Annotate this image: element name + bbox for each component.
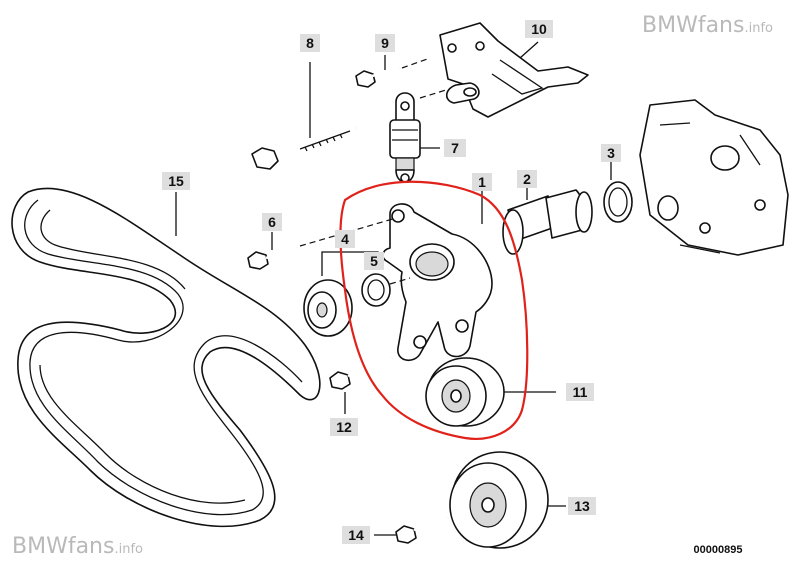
callout-5: 5	[364, 252, 384, 270]
bolt-part-9	[355, 55, 431, 88]
svg-text:3: 3	[607, 145, 615, 161]
svg-text:11: 11	[573, 384, 588, 400]
oring-part-3	[603, 162, 633, 223]
pulley-part-4	[303, 251, 379, 337]
timing-cover	[639, 99, 789, 256]
callout-3: 3	[601, 144, 621, 162]
watermark-top: BMWfans.info	[642, 13, 773, 38]
callout-11: 11	[566, 383, 594, 401]
callout-14: 14	[342, 526, 370, 544]
callout-8: 8	[300, 34, 320, 52]
callout-10: 10	[525, 20, 553, 38]
svg-text:9: 9	[381, 35, 389, 51]
tensioner-part-7	[389, 92, 440, 183]
bracket-part-10	[419, 22, 589, 118]
washer-part-5	[361, 273, 411, 307]
diagram-code: 00000895	[694, 544, 743, 556]
callout-9: 9	[375, 34, 395, 52]
idler-pulley-part-11	[425, 357, 556, 427]
svg-text:6: 6	[268, 214, 276, 230]
callout-7: 7	[444, 139, 466, 157]
callout-12: 12	[330, 418, 358, 436]
svg-text:4: 4	[341, 231, 349, 247]
svg-text:5: 5	[370, 253, 378, 269]
highlight-loop	[339, 180, 529, 440]
belt-part-15	[11, 187, 321, 528]
svg-text:15: 15	[168, 173, 184, 189]
svg-text:14: 14	[348, 527, 364, 543]
svg-text:2: 2	[523, 171, 531, 187]
idler-pulley-part-13	[449, 451, 566, 549]
svg-text:7: 7	[451, 140, 459, 156]
svg-text:10: 10	[531, 21, 547, 37]
svg-text:8: 8	[306, 35, 314, 51]
watermark-bottom: BMWfans.info	[12, 534, 143, 559]
bolt-part-8	[251, 62, 357, 170]
callout-15: 15	[162, 172, 190, 190]
callout-1: 1	[472, 173, 492, 191]
tensioner-arm-part-1	[382, 188, 493, 361]
callout-6: 6	[262, 213, 282, 231]
sleeve-part-2	[502, 182, 593, 255]
svg-text:13: 13	[574, 498, 590, 514]
svg-text:12: 12	[336, 419, 352, 435]
callout-2: 2	[517, 170, 537, 188]
bolt-part-14	[374, 516, 449, 544]
callout-13: 13	[568, 497, 596, 515]
svg-text:1: 1	[478, 174, 486, 190]
bolt-part-12	[329, 356, 393, 414]
callout-4: 4	[335, 230, 355, 248]
